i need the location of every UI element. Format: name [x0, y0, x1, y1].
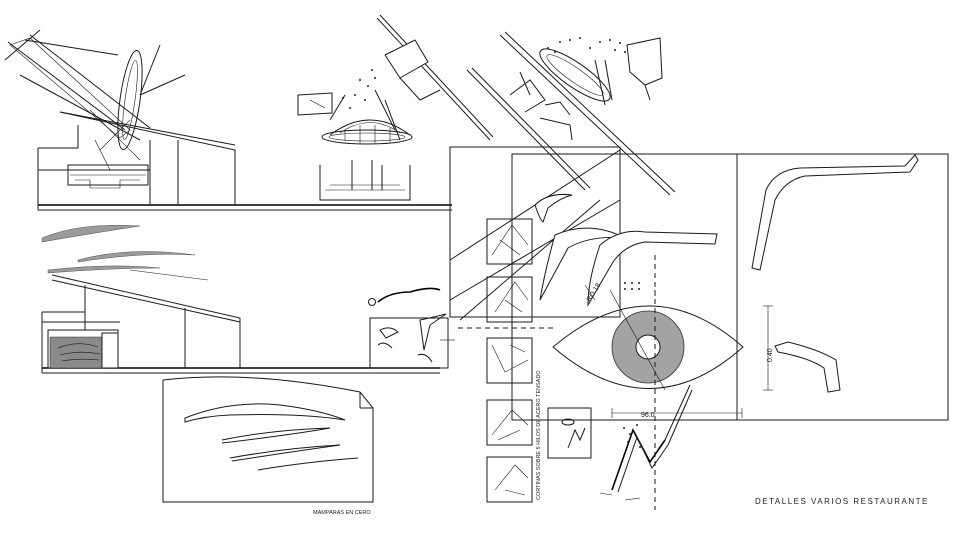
- height-dimension: 0.40: [767, 348, 774, 362]
- eye-detail: RO.18 96.0: [553, 282, 743, 510]
- mamparas-caption: MAMPARAS EN CERO: [313, 510, 371, 516]
- middle-left-elevation: [42, 225, 440, 373]
- right-detail-panel: 0.40: [737, 154, 948, 420]
- top-center-elevation: [298, 15, 493, 200]
- mamparas-panel: MAMPARAS EN CERO: [163, 377, 373, 516]
- thumbnail-column: CORTINAS SOBRE 5 HILOS DE ACERO TENSADO: [458, 219, 555, 502]
- sheet-title: DETALLES VARIOS RESTAURANTE: [755, 497, 929, 506]
- width-dimension: 96.0: [641, 412, 655, 419]
- zigzag-detail: [600, 385, 692, 500]
- top-right-axonometric: [467, 32, 675, 195]
- small-detail-box: [548, 408, 591, 458]
- curtain-note: CORTINAS SOBRE 5 HILOS DE ACERO TENSADO: [536, 370, 542, 500]
- middle-center-details: [369, 288, 456, 368]
- top-left-elevation: [5, 30, 452, 210]
